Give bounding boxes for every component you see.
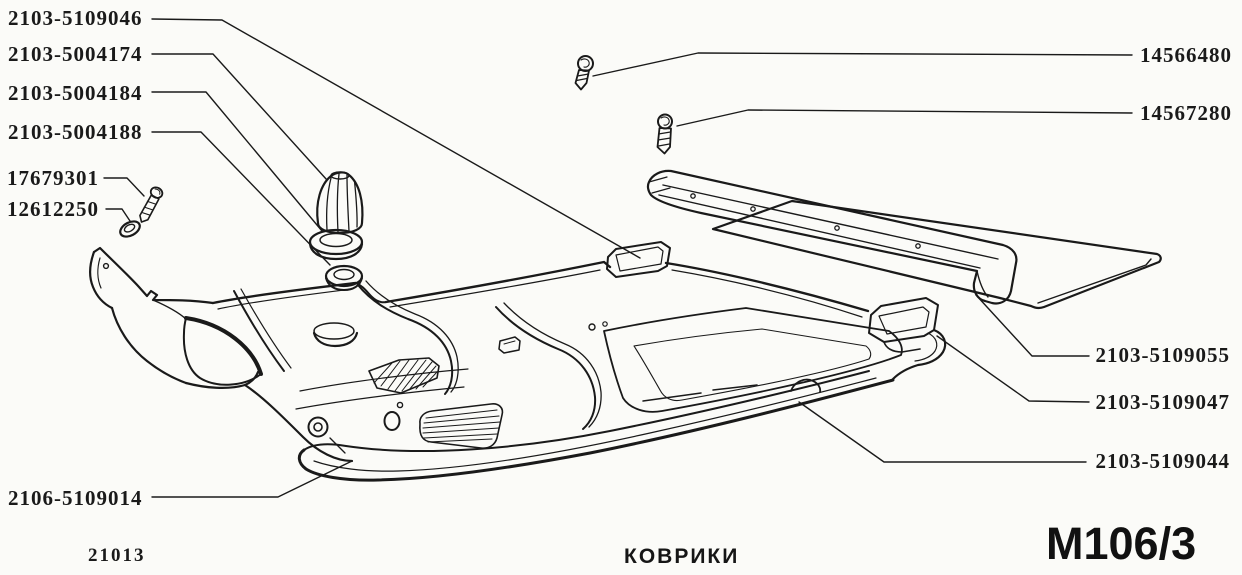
model-code: 21013 xyxy=(88,545,146,566)
small-screw-drawing xyxy=(139,186,164,223)
page-title: КОВРИКИ xyxy=(624,545,740,568)
shelf-trim-leg xyxy=(976,270,989,298)
shelf-trim-outline xyxy=(646,169,1018,305)
leader-line xyxy=(592,52,1133,77)
sheet-number: M106/3 xyxy=(1046,518,1197,569)
drain-plug-hole xyxy=(313,422,323,432)
part-number-label: 14567280 xyxy=(1140,101,1232,125)
pedal-pad xyxy=(419,403,504,449)
part-number-label: 2103-5004188 xyxy=(8,120,143,144)
hatched-patch xyxy=(368,357,440,394)
leader-line xyxy=(151,18,641,259)
mat-hole xyxy=(588,323,596,331)
front-left-mat-drawing xyxy=(88,246,354,463)
mat-hole xyxy=(383,411,401,431)
shelf-trim-end-fold xyxy=(648,176,671,194)
main-floor-mat-drawing xyxy=(211,241,947,482)
part-number-label: 12612250 xyxy=(7,197,99,221)
gear-lever-boot-drawing xyxy=(316,171,364,235)
mounting-tab xyxy=(606,241,671,278)
trim-hole xyxy=(690,193,696,199)
screw-top-drawing xyxy=(574,55,594,91)
leader-line xyxy=(151,53,328,181)
part-number-label: 2103-5004184 xyxy=(8,81,143,105)
trim-hole xyxy=(750,206,756,212)
mat-hole xyxy=(396,401,404,409)
washer-drawing xyxy=(119,220,141,238)
boot-ring-drawing xyxy=(308,228,364,261)
leader-line xyxy=(151,91,323,232)
leader-line xyxy=(151,460,353,498)
shelf-panel-outline xyxy=(711,199,1162,309)
leader-line xyxy=(936,335,1090,403)
leader-line xyxy=(798,401,1087,463)
shelf-trim-channel xyxy=(662,184,999,260)
screw-middle-drawing xyxy=(656,113,673,155)
part-number-label: 14566480 xyxy=(1140,43,1232,67)
clip-bracket xyxy=(498,336,521,354)
part-number-label: 2106-5109014 xyxy=(8,486,143,510)
leader-line xyxy=(151,131,331,266)
leader-line xyxy=(103,177,145,197)
part-number-label: 17679301 xyxy=(7,166,99,190)
wheel-arch-curve xyxy=(182,317,262,386)
mat-hole xyxy=(602,321,608,327)
mat-hole xyxy=(102,262,110,270)
leader-lines xyxy=(103,18,1133,498)
tunnel-vent-oval xyxy=(313,322,355,340)
rear-shelf-mat-drawing xyxy=(646,169,1162,309)
part-number-label: 2103-5109047 xyxy=(1095,390,1230,414)
leader-line xyxy=(676,109,1133,127)
wheel-arch-curve xyxy=(184,316,263,376)
part-number-label: 2103-5004174 xyxy=(8,42,143,66)
drain-plug-hole xyxy=(307,416,329,438)
part-number-label: 2103-5109044 xyxy=(1095,449,1230,473)
part-number-label: 2103-5109055 xyxy=(1095,343,1230,367)
trim-hole xyxy=(915,243,921,249)
shelf-trim-channel xyxy=(658,194,981,269)
leader-line xyxy=(975,294,1090,357)
leader-line xyxy=(105,208,131,222)
part-number-label: 2103-5109046 xyxy=(8,6,143,30)
shelf-panel-lip xyxy=(1037,258,1152,304)
trim-hole xyxy=(834,225,840,231)
